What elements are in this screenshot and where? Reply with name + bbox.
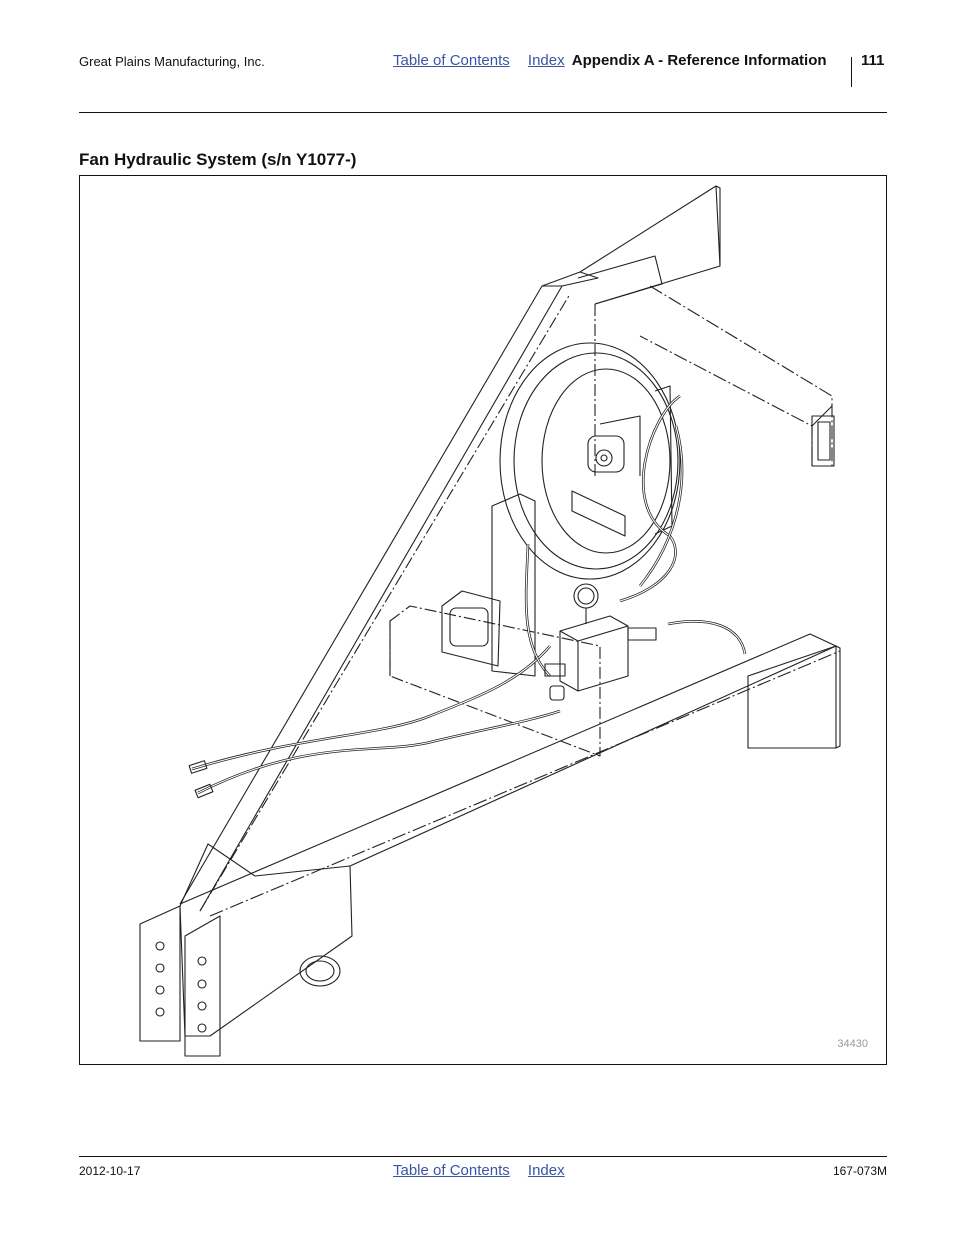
page-number: 111	[861, 52, 885, 69]
footer-nav: Table of Contents Index	[393, 1162, 565, 1179]
header-divider	[851, 57, 852, 87]
footer-index-link[interactable]: Index	[527, 1162, 565, 1179]
footer-date: 2012-10-17	[79, 1164, 141, 1178]
header-rule	[79, 112, 887, 113]
figure-number: 34430	[837, 1038, 868, 1050]
footer-toc-link[interactable]: Table of Contents	[393, 1162, 510, 1179]
footer-doc-number: 167-073M	[832, 1164, 887, 1178]
diagram-illustration	[139, 185, 841, 1057]
header-toc-link[interactable]: Table of Contents	[393, 52, 510, 69]
header-index-link[interactable]: Index	[527, 52, 565, 69]
hydraulic-diagram: 34430	[79, 175, 887, 1065]
company-name: Great Plains Manufacturing, Inc.	[79, 54, 265, 69]
footer-rule	[79, 1156, 887, 1157]
header-nav: Table of Contents Index Appendix A - Ref…	[393, 52, 827, 69]
page-title: Fan Hydraulic System (s/n Y1077-)	[79, 150, 357, 169]
section-title: Appendix A - Reference Information	[571, 52, 827, 69]
